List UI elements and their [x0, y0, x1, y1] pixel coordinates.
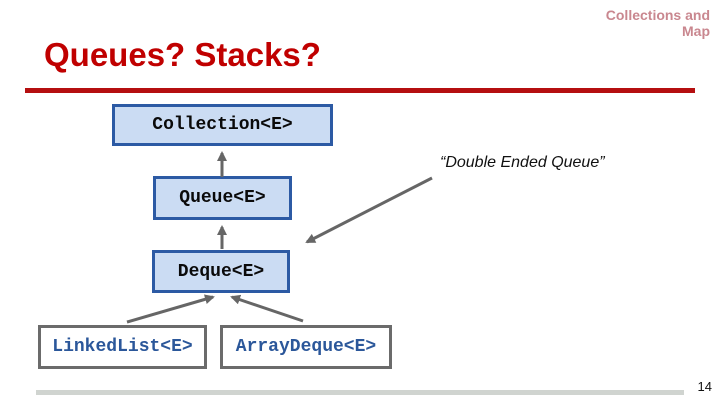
deque-callout-text: “Double Ended Queue” — [440, 154, 605, 171]
arrow-linkedlist-to-deque — [126, 294, 215, 324]
node-label-deque: Deque<E> — [177, 261, 265, 282]
diagram-node-arraydeque: ArrayDeque<E> — [220, 325, 392, 369]
page-number: 14 — [697, 379, 712, 394]
arrow-callout-to-deque — [305, 176, 433, 244]
diagram-node-linkedlist: LinkedList<E> — [38, 325, 207, 369]
diagram-node-deque: Deque<E> — [152, 250, 290, 293]
node-label-arraydeque: ArrayDeque<E> — [235, 337, 377, 357]
arrow-arraydeque-to-deque — [230, 294, 304, 323]
deck-name-header: Collections and Map — [605, 7, 710, 40]
diagram-node-queue: Queue<E> — [153, 176, 292, 220]
node-label-queue: Queue<E> — [179, 188, 266, 208]
node-label-linkedlist: LinkedList<E> — [52, 337, 193, 357]
title-divider-rule — [25, 88, 695, 93]
slide-title: Queues? Stacks? — [44, 36, 321, 73]
diagram-node-collection: Collection<E> — [112, 104, 333, 146]
footer-bar — [36, 390, 684, 395]
node-label-collection: Collection<E> — [152, 115, 293, 135]
